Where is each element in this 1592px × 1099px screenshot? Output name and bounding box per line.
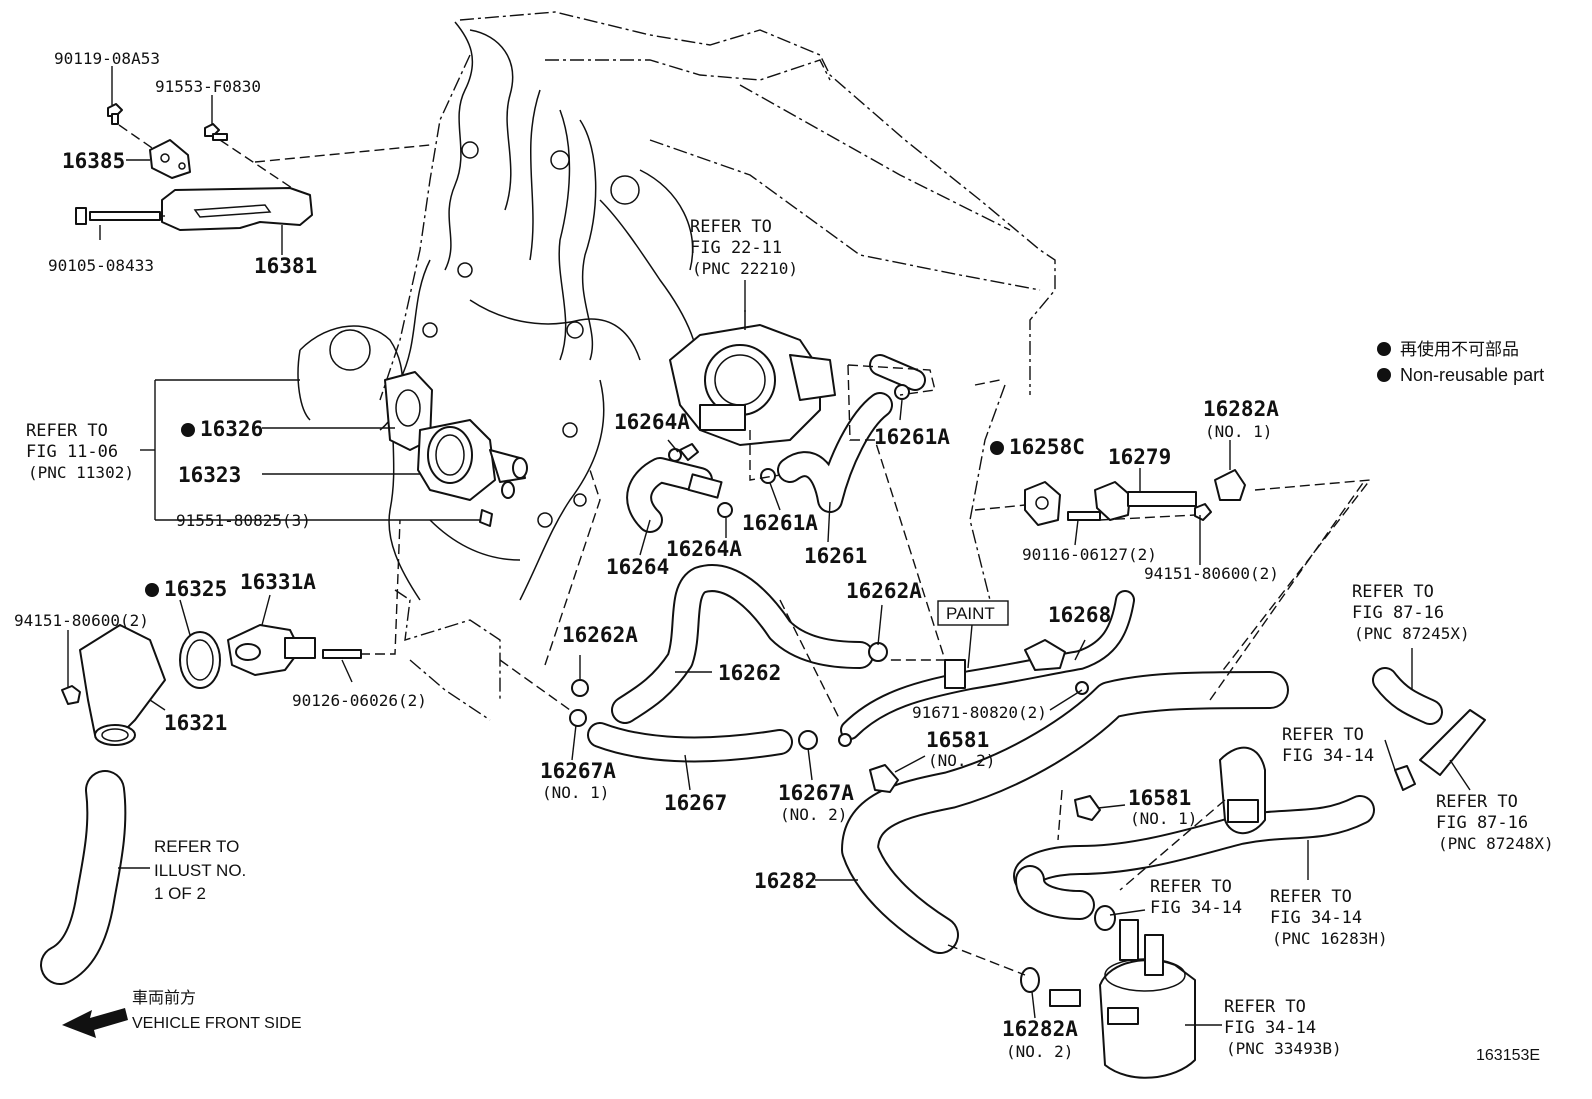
label-90116-06127: 90116-06127(2) — [1022, 545, 1157, 564]
label-16581-top-no: (NO. 2) — [928, 751, 995, 770]
label-16381: 16381 — [254, 254, 317, 278]
label-16261A-bottom: 16261A — [742, 511, 818, 535]
ref-fig-11-06-line2: FIG 11-06 — [26, 442, 118, 462]
label-90126-06026: 90126-06026(2) — [292, 691, 427, 710]
ref-fig-34-14b-line2: FIG 34-14 — [1150, 898, 1242, 918]
ref-fig-34-14c-line2: FIG 34-14 — [1270, 908, 1362, 928]
throttle-body — [669, 310, 836, 461]
leader-lines — [67, 66, 1471, 1026]
front-side-en: VEHICLE FRONT SIDE — [132, 1015, 302, 1032]
ref-fig-87-16b-line2: FIG 87-16 — [1436, 813, 1528, 833]
label-16581-bottom-no: (NO. 1) — [1130, 809, 1197, 828]
engine-block-outline — [297, 11, 1056, 721]
dash-connectors — [499, 364, 1366, 721]
thermostat-housing-group — [61, 371, 528, 746]
ref-fig-34-14d-line3: (PNC 33493B) — [1226, 1039, 1342, 1058]
label-16264A-bottom: 16264A — [666, 537, 742, 561]
non-reusable-marker — [181, 423, 195, 437]
non-reusable-marker — [990, 441, 1004, 455]
label-16264: 16264 — [606, 555, 669, 579]
label-16267: 16267 — [664, 791, 727, 815]
label-16262A-left: 16262A — [562, 623, 638, 647]
label-16282A-top-no: (NO. 1) — [1205, 422, 1272, 441]
label-16267A-right-no: (NO. 2) — [780, 805, 847, 824]
label-16264A-top: 16264A — [614, 410, 690, 434]
label-94151-80600-right: 94151-80600(2) — [1144, 564, 1279, 583]
label-16282: 16282 — [754, 869, 817, 893]
label-16326: 16326 — [200, 417, 263, 441]
label-16267A-left: 16267A — [540, 759, 616, 783]
label-16267A-right: 16267A — [778, 781, 854, 805]
label-16323: 16323 — [178, 463, 241, 487]
ref-fig-87-16b-line3: (PNC 87248X) — [1438, 834, 1554, 853]
ref-fig-11-06-line3: (PNC 11302) — [28, 463, 134, 482]
radiator-hose-lower — [40, 770, 150, 985]
ref-fig-34-14c-line3: (PNC 16283H) — [1272, 929, 1388, 948]
ref-fig-34-14d-line1: REFER TO — [1224, 997, 1306, 1017]
label-16581-top: 16581 — [926, 728, 989, 752]
vehicle-front-indicator: 車両前方 VEHICLE FRONT SIDE — [62, 989, 302, 1038]
label-90105-08433: 90105-08433 — [48, 256, 154, 275]
legend-text-jp: 再使用不可部品 — [1400, 339, 1519, 359]
label-16282A-top: 16282A — [1203, 397, 1279, 421]
ref-fig-34-14c-line1: REFER TO — [1270, 887, 1352, 907]
legend-text-en: Non-reusable part — [1400, 365, 1544, 385]
reference-labels: REFER TO FIG 22-11 (PNC 22210) REFER TO … — [26, 217, 1554, 1058]
label-16279: 16279 — [1108, 445, 1171, 469]
bypass-hoses — [569, 354, 1135, 763]
water-pipe-group — [974, 469, 1372, 701]
front-side-jp: 車両前方 — [132, 989, 196, 1007]
paint-box — [937, 600, 1009, 626]
label-16282A-bottom: 16282A — [1002, 1017, 1078, 1041]
diagram-id: 163153E — [1476, 1047, 1540, 1064]
part-labels: 90119-08A53 91553-F0830 16385 90105-0843… — [14, 49, 1279, 1061]
ref-fig-22-11-line3: (PNC 22210) — [692, 259, 798, 278]
label-16262: 16262 — [718, 661, 781, 685]
ref-fig-87-16a-line1: REFER TO — [1352, 582, 1434, 602]
legend-bullet-icon — [1377, 368, 1391, 382]
ref-illust-line1: REFER TO — [154, 837, 239, 856]
bracket-assembly — [75, 103, 431, 231]
ref-fig-87-16a-line2: FIG 87-16 — [1352, 603, 1444, 623]
label-16581-bottom: 16581 — [1128, 786, 1191, 810]
label-91551-80825: 91551-80825(3) — [176, 511, 311, 530]
label-90119-08A53: 90119-08A53 — [54, 49, 160, 68]
heater-hose-group — [841, 667, 1486, 1079]
label-16325: 16325 — [164, 577, 227, 601]
label-16261: 16261 — [804, 544, 867, 568]
ref-fig-34-14a-line1: REFER TO — [1282, 725, 1364, 745]
ref-fig-34-14d-line2: FIG 34-14 — [1224, 1018, 1316, 1038]
label-91671-80820: 91671-80820(2) — [912, 703, 1047, 722]
label-16385: 16385 — [62, 149, 125, 173]
ref-fig-87-16b-line1: REFER TO — [1436, 792, 1518, 812]
ref-fig-11-06-line1: REFER TO — [26, 421, 108, 441]
ref-fig-22-11-line2: FIG 22-11 — [690, 238, 782, 258]
ref-illust-line2: ILLUST NO. — [154, 861, 246, 880]
label-91553-F0830: 91553-F0830 — [155, 77, 261, 96]
ref-illust-line3: 1 OF 2 — [154, 884, 206, 903]
non-reusable-marker — [145, 583, 159, 597]
label-16321: 16321 — [164, 711, 227, 735]
label-16261A-top: 16261A — [874, 425, 950, 449]
label-94151-80600-left: 94151-80600(2) — [14, 611, 149, 630]
legend: 再使用不可部品 Non-reusable part — [1377, 339, 1544, 385]
ref-fig-22-11-line1: REFER TO — [690, 217, 772, 237]
label-paint: PAINT — [946, 604, 995, 623]
front-arrow-icon — [62, 1008, 128, 1038]
legend-bullet-icon — [1377, 342, 1391, 356]
label-16282A-bottom-no: (NO. 2) — [1006, 1042, 1073, 1061]
ref-fig-34-14a-line2: FIG 34-14 — [1282, 746, 1374, 766]
ref-fig-87-16a-line3: (PNC 87245X) — [1354, 624, 1470, 643]
ref-fig-34-14b-line1: REFER TO — [1150, 877, 1232, 897]
label-16331A: 16331A — [240, 570, 316, 594]
label-16267A-left-no: (NO. 1) — [542, 783, 609, 802]
label-16262A-top: 16262A — [846, 579, 922, 603]
label-16258C: 16258C — [1009, 435, 1085, 459]
label-16268: 16268 — [1048, 603, 1111, 627]
